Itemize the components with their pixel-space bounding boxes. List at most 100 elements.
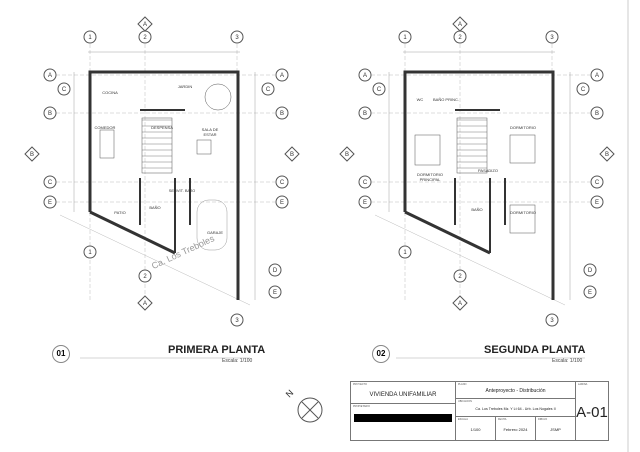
- grid-label: A: [458, 301, 462, 307]
- grid-marker: [137, 295, 153, 311]
- grid-bubble: [545, 30, 559, 44]
- grid-label: B: [345, 152, 349, 158]
- bed: [414, 134, 441, 166]
- grid-label: 3: [235, 35, 239, 41]
- grid-label: A: [143, 301, 147, 307]
- grid-label: A: [458, 22, 462, 28]
- location: Ca. Los Treboles Mz. Y Lt 64 - Urb. Los …: [475, 407, 556, 411]
- grid-label: 2: [458, 274, 462, 280]
- grid-label: D: [273, 268, 278, 274]
- bed: [509, 134, 536, 164]
- car-outline: [196, 199, 228, 251]
- grid-label: 1: [403, 250, 407, 256]
- grid-label: E: [273, 290, 277, 296]
- room-label: DESPENSA: [151, 125, 173, 130]
- grid-bubble: [372, 82, 386, 96]
- room-label: BAÑO: [471, 207, 483, 212]
- tree: [204, 83, 232, 111]
- label: PLANO: [458, 383, 467, 386]
- grid-label: 3: [550, 35, 554, 41]
- grid-label: B: [290, 152, 294, 158]
- dining-table: [99, 129, 115, 159]
- grid-label: B: [605, 152, 609, 158]
- grid-label: B: [595, 111, 599, 117]
- grid-bubble: [583, 285, 597, 299]
- plan-type: Anteproyecto - Distribución: [485, 388, 546, 394]
- grid-label: C: [48, 180, 53, 186]
- room-label: DORMITORIO: [510, 125, 536, 130]
- grid-label: 2: [143, 274, 147, 280]
- north-label: N: [284, 388, 296, 400]
- fecha-cell: FECHA Febrero 2024: [495, 416, 536, 441]
- grid-bubble: [268, 285, 282, 299]
- label: ESCALA: [458, 418, 468, 421]
- project-name: VIVIENDA UNIFAMILIAR: [369, 392, 437, 398]
- plan-number-1: 01: [52, 345, 70, 363]
- grid-label: B: [280, 111, 284, 117]
- north-arrow-line: [301, 401, 319, 419]
- grid-bubble: [43, 106, 57, 120]
- grid-bubble: [230, 30, 244, 44]
- grid-marker: [599, 146, 615, 162]
- grid-marker: [24, 146, 40, 162]
- grid-bubble: [43, 175, 57, 189]
- grid-label: C: [595, 180, 600, 186]
- grid-bubble: [230, 313, 244, 327]
- staircase: [456, 117, 488, 174]
- room-label: BAÑO: [149, 205, 161, 210]
- north-arrow-circle: [297, 397, 323, 423]
- grid-label: C: [280, 180, 285, 186]
- dibujo-cell: DIBUJO JSMP: [535, 416, 576, 441]
- grid-bubble: [358, 106, 372, 120]
- grid-bubble: [590, 175, 604, 189]
- proyecto-cell: PROYECTO VIVIENDA UNIFAMILIAR: [350, 381, 456, 404]
- grid-label: E: [280, 200, 284, 206]
- escala-cell: ESCALA 1/100: [455, 416, 496, 441]
- room-label: PASADIZO: [478, 168, 498, 173]
- grid-marker: [452, 16, 468, 32]
- grid-bubble: [590, 68, 604, 82]
- grid-bubble: [268, 263, 282, 277]
- plan-title-1: PRIMERA PLANTA: [168, 344, 266, 356]
- label: DIBUJO: [538, 418, 548, 421]
- grid-label: E: [363, 200, 367, 206]
- grid-bubble: [261, 82, 275, 96]
- plano-cell: PLANO Anteproyecto - Distribución: [455, 381, 576, 399]
- exterior-wall-diagonal: [89, 210, 176, 255]
- grid-label: 2: [143, 35, 147, 41]
- grid-label: C: [266, 87, 271, 93]
- grid-bubble: [138, 269, 152, 283]
- grid-bubble: [576, 82, 590, 96]
- grid-bubble: [358, 195, 372, 209]
- grid-label: 3: [235, 318, 239, 324]
- plan-number-2: 02: [372, 345, 390, 363]
- exterior-wall: [403, 70, 555, 300]
- grid-bubble: [275, 68, 289, 82]
- property-line: [374, 214, 566, 306]
- coffee-table: [196, 139, 212, 155]
- room-label: WC: [416, 97, 424, 102]
- label: FECHA: [498, 418, 507, 421]
- drawn-by: JSMP: [550, 427, 561, 432]
- ubicacion-cell: UBICACION Ca. Los Treboles Mz. Y Lt 64 -…: [455, 398, 576, 417]
- scale: 1/100: [470, 427, 481, 432]
- plan-title-2: SEGUNDA PLANTA: [484, 344, 586, 356]
- label: PROYECTO: [353, 383, 367, 386]
- grid-label: E: [48, 200, 52, 206]
- grid-label: E: [595, 200, 599, 206]
- room-label: JARDIN: [177, 84, 193, 89]
- grid-marker: [452, 295, 468, 311]
- property-line: [59, 214, 251, 306]
- grid-label: C: [377, 87, 382, 93]
- grid-bubble: [43, 68, 57, 82]
- grid-bubble: [43, 195, 57, 209]
- grid-label: C: [581, 87, 586, 93]
- grid-label: C: [62, 87, 67, 93]
- grid-label: 2: [458, 35, 462, 41]
- grid-label: 1: [88, 250, 92, 256]
- plan-scale-1: Escala: 1/100: [222, 358, 253, 364]
- room-label: BAÑO PRINC.: [432, 97, 459, 102]
- grid-bubble: [358, 68, 372, 82]
- grid-bubble: [398, 245, 412, 259]
